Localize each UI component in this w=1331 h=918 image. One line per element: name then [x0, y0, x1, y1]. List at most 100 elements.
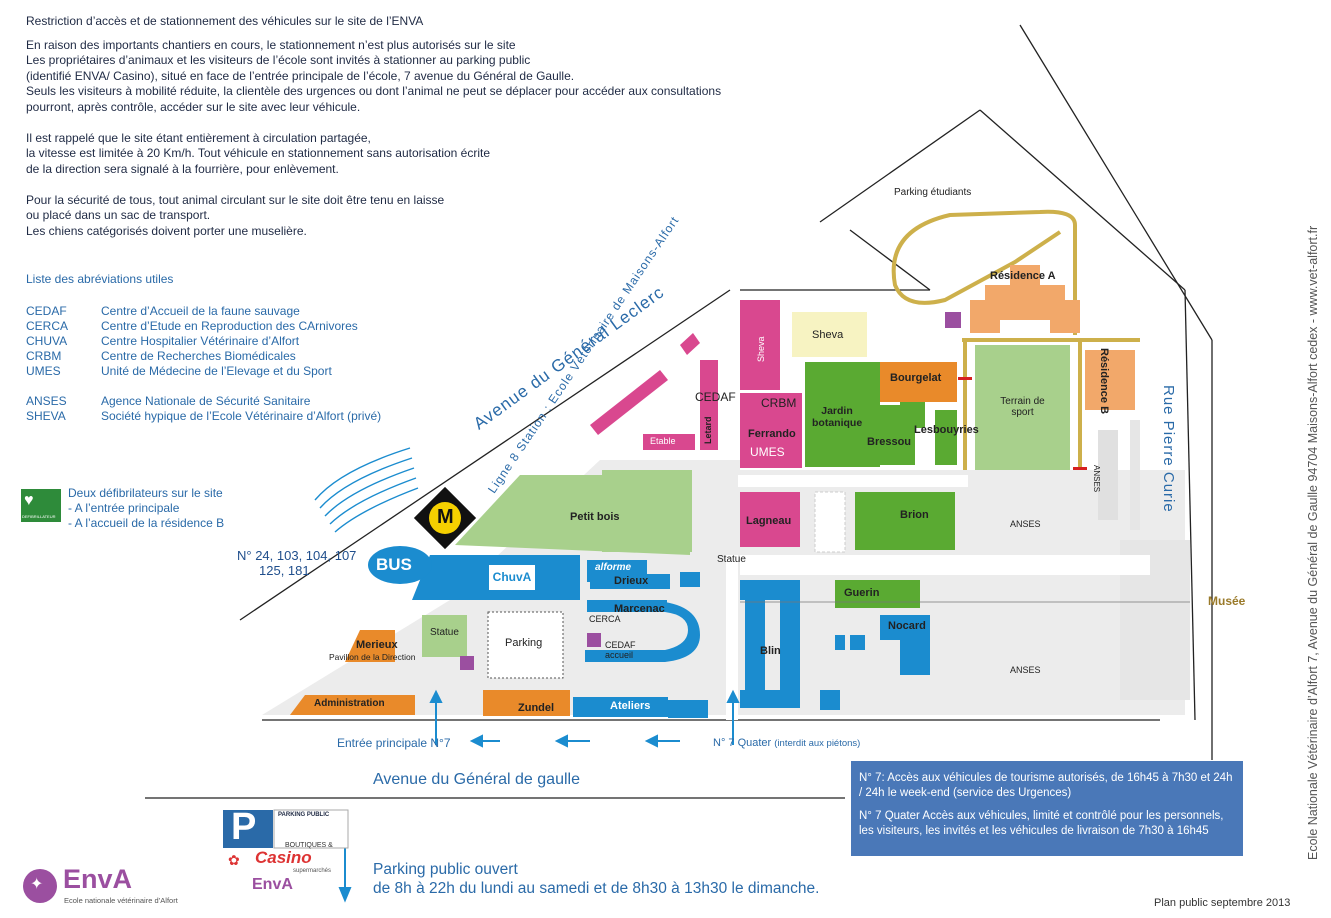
- etable-label: Etable: [650, 436, 676, 446]
- bourgelat-building: [880, 362, 957, 402]
- quater-label: N° 7 Quater: [713, 737, 772, 749]
- metro-letter: M: [437, 506, 454, 528]
- blin-building: [740, 580, 800, 708]
- brion-building: [855, 492, 955, 550]
- petit-bois-label: Petit bois: [570, 511, 620, 523]
- cedaf2-label: CEDAF: [605, 640, 636, 650]
- anses-label-1: ANSES: [1010, 519, 1041, 529]
- intro-line: de la direction sera signalé à la fourri…: [26, 161, 339, 176]
- intro-line: Les chiens catégorisés doivent porter un…: [26, 223, 307, 238]
- abbr-code: UMES: [26, 364, 61, 378]
- ateliers-label: Ateliers: [610, 700, 651, 712]
- abbreviation-title: Liste des abréviations utiles: [26, 272, 174, 286]
- road-pierre-curie: Rue Pierre Curie: [1160, 385, 1177, 513]
- zundel-building: [483, 690, 570, 716]
- access-note: N° 7: Accès aux véhicules de tourisme au…: [851, 761, 1243, 856]
- intro-line: ou placé dans un sac de transport.: [26, 208, 211, 222]
- intro-text: Restriction d’accès et de stationnement …: [26, 14, 721, 239]
- road-lines: [145, 24, 1213, 799]
- enva-logo-mark: [23, 869, 57, 903]
- intro-title: Restriction d’accès et de stationnement …: [26, 14, 424, 28]
- intro-line: Pour la sécurité de tous, tout animal ci…: [26, 192, 445, 207]
- access-note-7: N° 7: Accès aux véhicules de tourisme au…: [859, 772, 1233, 799]
- supermarches-label: supermarchés: [293, 868, 332, 874]
- accueil-label: accueil: [605, 650, 634, 660]
- umes-label: UMES: [750, 445, 785, 459]
- administration-building: [290, 695, 415, 715]
- access-note-7quater: N° 7 Quater Accès aux véhicules, limité …: [859, 810, 1224, 837]
- sheva-label: Sheva: [812, 329, 844, 341]
- intro-line: Seuls les visiteurs à mobilité réduite, …: [26, 84, 722, 98]
- quater-entrance: N° 7 Quater (interdit aux piétons): [713, 737, 860, 749]
- sheva-tall-label: Sheva: [756, 336, 766, 362]
- casino-logo: Casino: [255, 848, 312, 867]
- residence-b-label: Résidence B: [1098, 348, 1110, 415]
- enva-logo-text: EnvA: [63, 864, 133, 894]
- abbr-text: Unité de Médecine de l’Elevage et du Spo…: [101, 364, 332, 378]
- abbr-text: Centre de Recherches Biomédicales: [101, 349, 296, 363]
- defib-line: - A l’entrée principale: [68, 501, 180, 515]
- heart-defib-icon: ♥: [24, 492, 34, 509]
- brion-label: Brion: [900, 509, 929, 521]
- abbr-code: CEDAF: [26, 304, 67, 318]
- abbr-text: Agence Nationale de Sécurité Sanitaire: [101, 394, 311, 408]
- residence-a-label: Résidence A: [990, 270, 1056, 282]
- crbm-label: CRBM: [761, 396, 797, 410]
- parking-hours-line1: Parking public ouvert: [373, 861, 518, 878]
- marcenac-building: [587, 600, 667, 612]
- student-parking-loop: [891, 209, 1077, 335]
- bus-label: BUS: [376, 555, 412, 574]
- enva-small-logo: EnvA: [252, 876, 293, 893]
- anses-label-2: ANSES: [1092, 465, 1101, 493]
- intro-line: la vitesse est limitée à 20 Km/h. Tout v…: [26, 146, 491, 160]
- abbr-code: ANSES: [26, 394, 67, 408]
- parking-etudiants-label: Parking étudiants: [894, 187, 972, 198]
- bus-lines-1: N° 24, 103, 104, 107: [237, 548, 357, 563]
- bus-lines: N° 24, 103, 104, 107 125, 181: [237, 548, 356, 578]
- terrain-sport: [975, 345, 1070, 470]
- chuva-label: ChuvA: [489, 565, 535, 590]
- drieux-label: Drieux: [614, 575, 649, 587]
- parking-area: [487, 611, 564, 679]
- abbr-code: CHUVA: [26, 334, 68, 348]
- sheva-tall-building: [740, 300, 780, 390]
- nocard-label: Nocard: [888, 620, 926, 632]
- abbr-text: Centre d’Etude en Reproduction des CArni…: [101, 319, 358, 333]
- defib-title: Deux défibrilateurs sur le site: [68, 486, 223, 500]
- boutiques-label: BOUTIQUES &: [285, 842, 333, 849]
- parking-label: Parking: [505, 637, 543, 649]
- cerca-label: CERCA: [589, 614, 621, 624]
- quater-note: (interdit aux piétons): [774, 738, 861, 749]
- abbr-text: Centre d’Accueil de la faune sauvage: [101, 304, 300, 318]
- main-entrance-label: Entrée principale N°7: [337, 736, 451, 750]
- intro-line: Les propriétaires d’animaux et les visit…: [26, 53, 531, 67]
- defib-icon-bg: [21, 489, 61, 522]
- defib-line: - A l’accueil de la résidence B: [68, 516, 225, 530]
- defib-legend: Deux défibrilateurs sur le site - A l’en…: [68, 486, 224, 531]
- pmr-parking-badges: [460, 312, 961, 670]
- ferrando-label: Ferrando: [748, 428, 796, 440]
- defib-icon-label: DEFIBRILLATEUR: [22, 514, 56, 519]
- alforme-label: alforme: [595, 562, 632, 573]
- ateliers-building: [573, 697, 668, 717]
- sheva-building: [792, 312, 867, 357]
- merieux-building: [345, 630, 395, 662]
- bus-lines-2: 125, 181: [259, 563, 310, 578]
- intro-line: pourront, après contrôle, accéder sur le…: [26, 99, 361, 114]
- lagneau-label: Lagneau: [746, 515, 792, 527]
- administration-label: Administration: [314, 698, 385, 709]
- parking-sign-p: P: [231, 806, 257, 848]
- road-gaulle: Avenue du Général de gaulle: [373, 771, 580, 788]
- statue-square: [422, 615, 467, 657]
- crbm-building: [740, 393, 802, 468]
- intro-line: Il est rappelé que le site étant entière…: [26, 130, 371, 145]
- pavillon-label: Pavillon de la Direction: [329, 652, 416, 662]
- enva-logo-subtitle: Ecole nationale vétérinaire d’Alfort: [64, 896, 178, 905]
- parking-sign-title: PARKING PUBLIC: [278, 812, 330, 818]
- letard-label: Letard: [703, 416, 713, 444]
- residence-a-building: [970, 265, 1080, 333]
- statue-label-1: Statue: [717, 554, 746, 565]
- guerin-label: Guerin: [844, 587, 880, 599]
- paw-icon: ✦: [30, 876, 44, 893]
- anses-label-3: ANSES: [1010, 665, 1041, 675]
